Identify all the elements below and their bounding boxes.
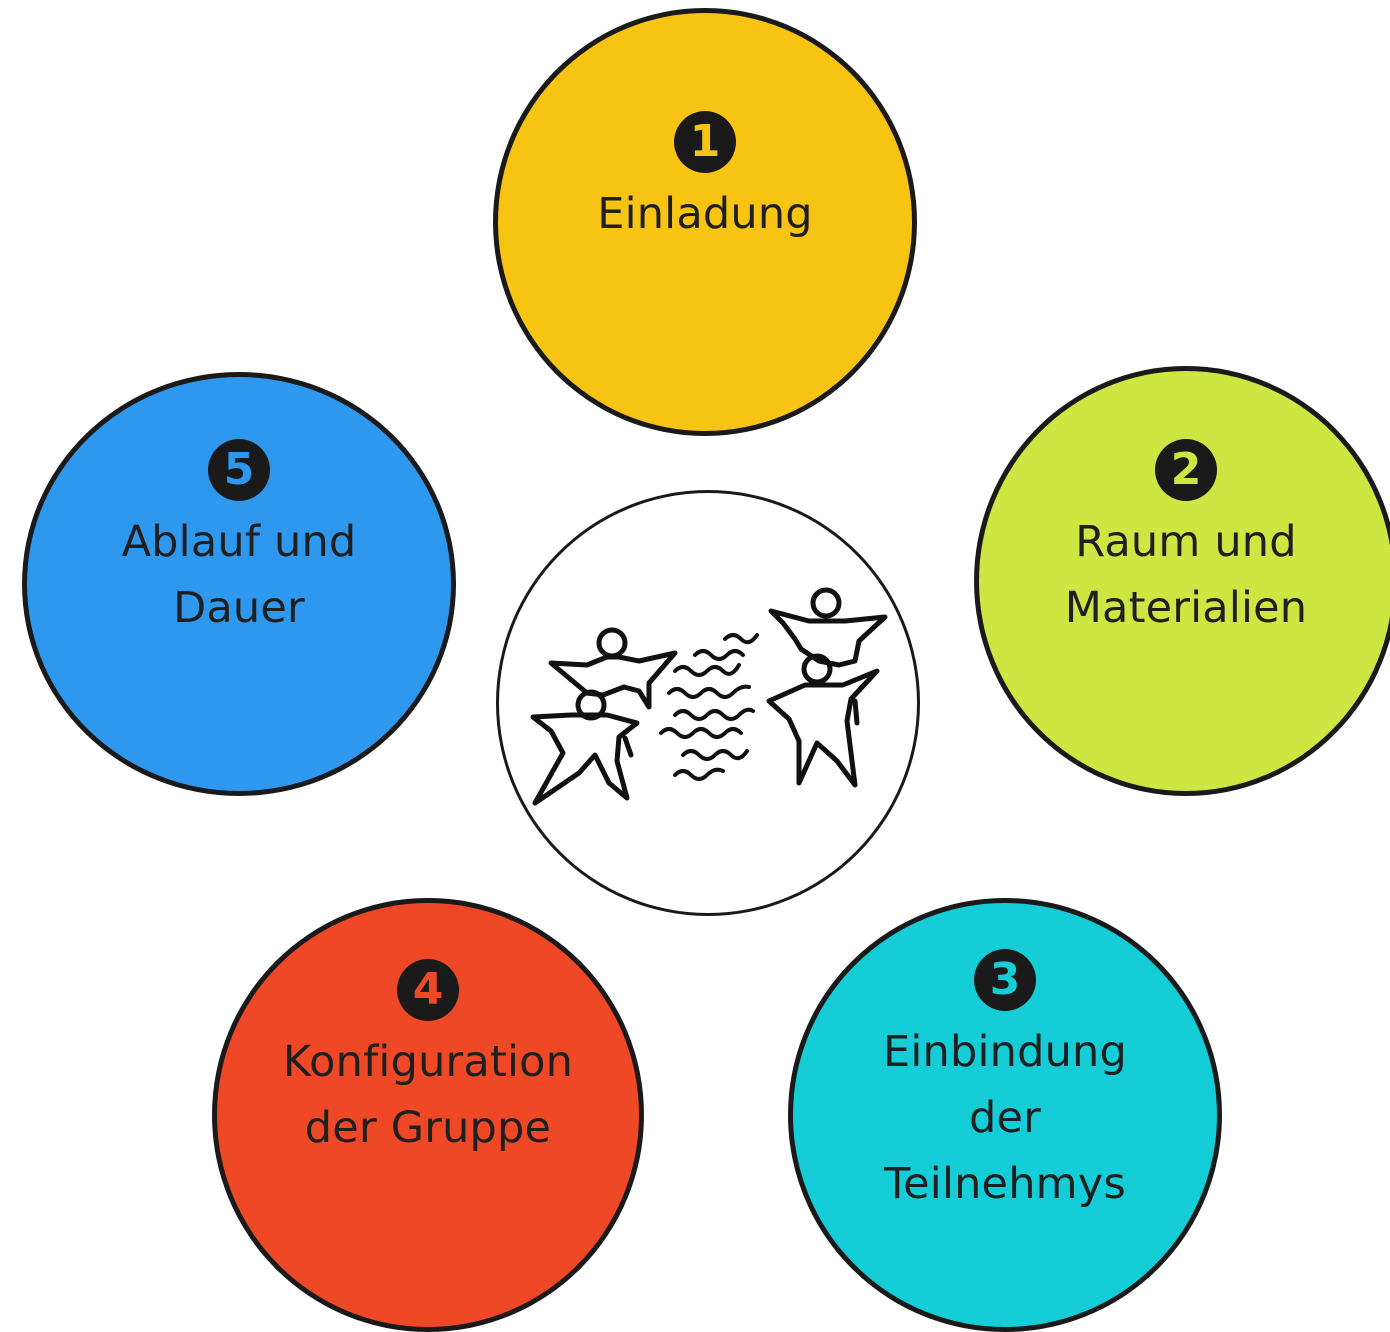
step-einladung: 1 Einladung [493,8,917,436]
step-label: Raum und Materialien [1064,517,1308,633]
step-number-badge: 1 [674,111,736,173]
step-ablauf-und-dauer: 5 Ablauf und Dauer [22,372,456,796]
step-number-badge: 4 [397,959,459,1021]
dancer-figure-right-lower [766,653,880,788]
step-label: Einbindung der Teilnehmys [883,1027,1127,1209]
step-number-badge: 3 [974,949,1036,1011]
step-label: Konfiguration der Gruppe [282,1037,574,1153]
motion-lines [659,633,759,781]
step-konfiguration-der-gruppe: 4 Konfiguration der Gruppe [212,898,644,1332]
center-illustration [496,490,920,916]
step-number-badge: 5 [208,439,270,501]
step-einbindung-der-teilnehmys: 3 Einbindung der Teilnehmys [788,898,1222,1332]
dancer-figure-right-upper [768,587,888,668]
step-number-badge: 2 [1155,439,1217,501]
step-label: Ablauf und Dauer [121,517,357,633]
dancer-figure-left-lower [530,689,640,806]
step-label: Einladung [597,189,813,239]
dancer-figure-left-upper [548,627,678,710]
dancing-people-icon [530,587,888,806]
step-raum-und-materialien: 2 Raum und Materialien [974,366,1390,796]
